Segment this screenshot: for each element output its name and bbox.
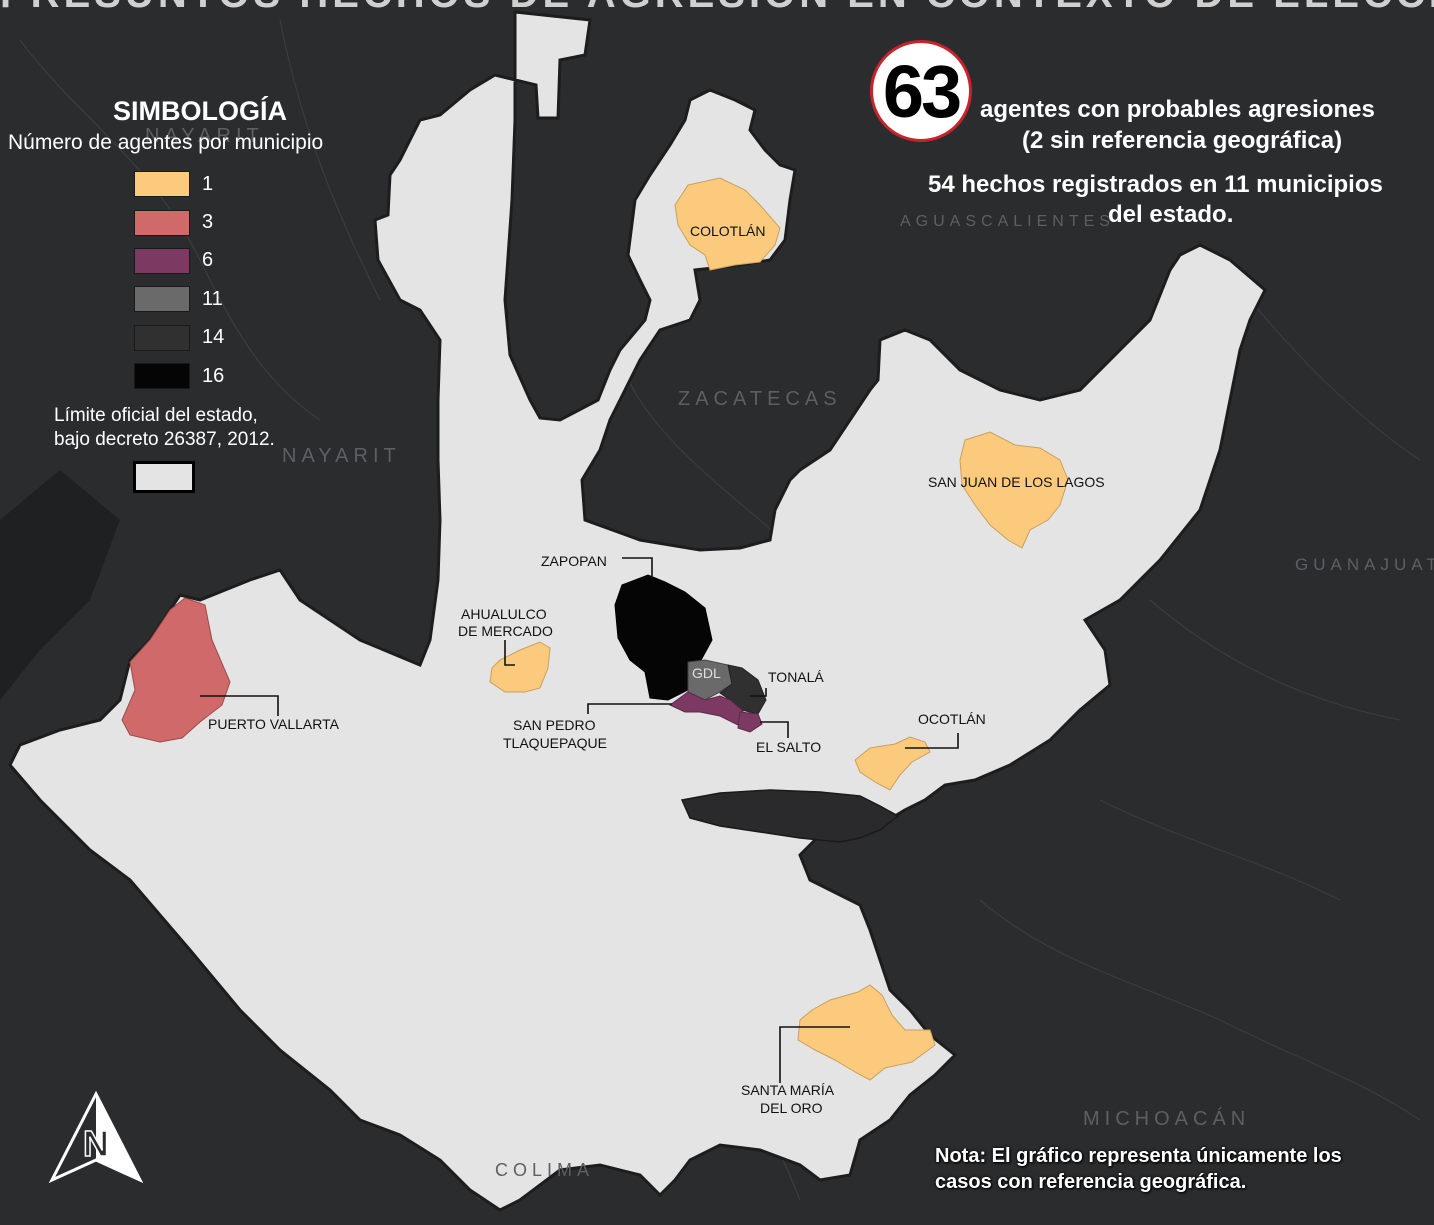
legend-swatch — [134, 247, 190, 274]
label-zapopan: ZAPOPAN — [541, 553, 607, 569]
label-michoacan: MICHOACÁN — [1083, 1107, 1250, 1130]
boundary-swatch — [133, 461, 195, 493]
label-santa-maria-1: SANTA MARÍA — [741, 1082, 835, 1098]
north-arrow-letter: N — [83, 1123, 109, 1164]
legend-swatch — [134, 209, 190, 236]
muni-san-juan-de-los-lagos — [959, 431, 1069, 549]
municipality-labels: COLOTLÁN SAN JUAN DE LOS LAGOS ZAPOPAN A… — [208, 223, 1105, 1116]
events-text-2: del estado. — [1108, 201, 1234, 228]
events-text: 54 hechos registrados en 11 municipios — [928, 171, 1383, 198]
label-colotlan: COLOTLÁN — [690, 223, 765, 239]
label-colima: COLIMA — [495, 1160, 594, 1180]
label-ahualulco-2: DE MERCADO — [458, 623, 553, 639]
legend-item: 16 — [134, 357, 390, 395]
label-nayarit: NAYARIT — [282, 445, 401, 467]
note-line1: Nota: El gráfico representa únicamente l… — [935, 1145, 1342, 1167]
legend-value: 3 — [202, 211, 214, 234]
leader-lines — [200, 557, 959, 1083]
legend: SIMBOLOGÍA Número de agentes por municip… — [0, 96, 390, 395]
lake-chapala — [680, 789, 900, 843]
label-tonala: TONALÁ — [768, 669, 824, 685]
legend-value: 6 — [202, 249, 214, 272]
no-geo-text: (2 sin referencia geográfica) — [1022, 127, 1343, 154]
legend-item: 6 — [134, 242, 390, 280]
legend-swatch — [134, 363, 190, 390]
legend-swatch — [134, 324, 190, 351]
ocean-area — [0, 470, 120, 700]
note-line2: casos con referencia geográfica. — [935, 1171, 1247, 1193]
boundary-note-line2: bajo decreto 26387, 2012. — [54, 429, 275, 450]
agents-text: agentes con probables agresiones — [980, 96, 1375, 123]
label-nayarit-top: NAYARIT — [145, 125, 264, 147]
label-guanajuato: GUANAJUATO — [1295, 555, 1434, 574]
map-title: PRESUNTOS HECHOS DE AGRESIÓN EN CONTEXTO… — [0, 0, 1434, 17]
legend-item: 14 — [134, 319, 390, 357]
legend-swatch — [134, 171, 190, 198]
muni-tonala — [719, 664, 767, 715]
label-zacatecas: ZACATECAS — [678, 388, 842, 410]
muni-ocotlan — [854, 736, 931, 791]
label-aguascalientes: AGUASCALIENTES — [900, 213, 1115, 230]
muni-ahualulco — [489, 641, 551, 693]
legend-items: 1 3 6 11 14 16 — [134, 165, 390, 395]
boundary-note: Límite oficial del estado, bajo decreto … — [54, 404, 275, 452]
legend-value: 14 — [202, 326, 225, 349]
muni-puerto-vallarta — [121, 597, 231, 743]
legend-item: 3 — [134, 203, 390, 241]
legend-title: SIMBOLOGÍA — [113, 96, 287, 126]
label-ahualulco-1: AHUALULCO — [461, 606, 547, 622]
muni-el-salto — [737, 711, 763, 733]
note: Nota: El gráfico representa únicamente l… — [935, 1143, 1342, 1195]
label-gdl: GDL — [692, 665, 721, 681]
legend-subtitle: Número de agentes por municipio — [8, 131, 324, 154]
legend-item: 1 — [134, 165, 390, 203]
muni-colotlan — [674, 177, 781, 271]
legend-value: 16 — [202, 364, 225, 387]
muni-santa-maria-del-oro — [797, 984, 936, 1081]
legend-item: 11 — [134, 280, 390, 318]
context-labels: NAYARIT NAYARIT AGUASCALIENTES ZACATECAS… — [145, 125, 1434, 1180]
agents-count-badge: 63 — [870, 40, 972, 142]
agents-count: 63 — [882, 49, 962, 133]
legend-value: 1 — [202, 172, 214, 195]
legend-swatch — [134, 286, 190, 313]
label-tlaquepaque-2: TLAQUEPAQUE — [503, 735, 607, 751]
north-arrow-icon: N — [48, 1090, 144, 1184]
legend-value: 11 — [202, 287, 223, 310]
boundary-note-line1: Límite oficial del estado, — [54, 405, 258, 426]
label-ocotlan: OCOTLÁN — [918, 711, 986, 727]
label-tlaquepaque-1: SAN PEDRO — [513, 717, 596, 733]
label-el-salto: EL SALTO — [756, 739, 821, 755]
label-san-juan-de-los-lagos: SAN JUAN DE LOS LAGOS — [928, 474, 1105, 490]
label-santa-maria-2: DEL ORO — [760, 1100, 823, 1116]
label-puerto-vallarta: PUERTO VALLARTA — [208, 716, 340, 732]
